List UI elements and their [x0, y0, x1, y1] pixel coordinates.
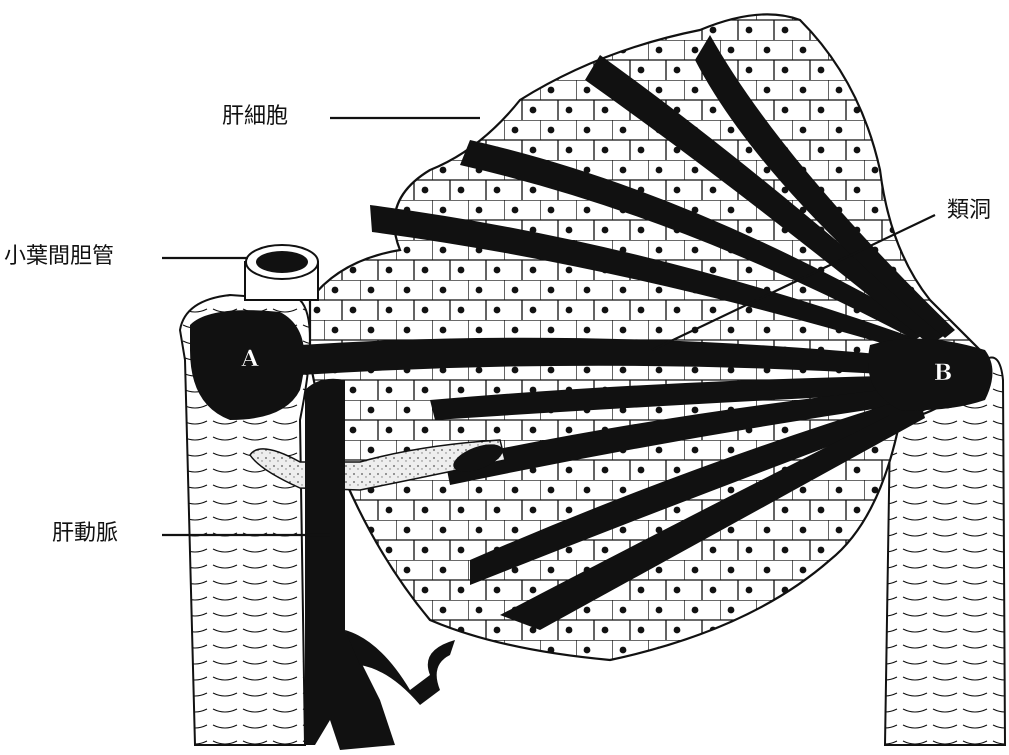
label-sinusoid: 類洞: [947, 200, 991, 222]
marker-b: B: [934, 360, 953, 386]
label-bile-duct: 小葉間胆管: [4, 246, 114, 268]
label-hepatic-artery: 肝動脈: [52, 523, 118, 545]
label-hepatocyte: 肝細胞: [222, 106, 288, 128]
marker-a: A: [240, 346, 259, 372]
